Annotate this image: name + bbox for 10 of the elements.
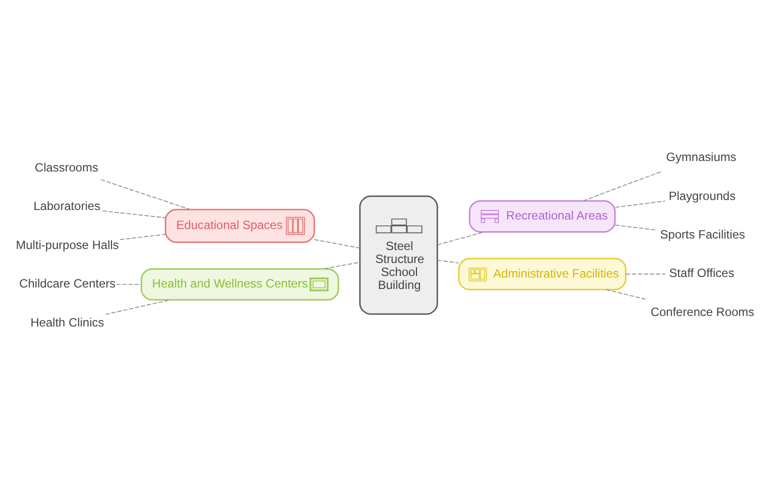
- node-text: Sports Facilities: [660, 227, 746, 242]
- node-text: Laboratories: [33, 198, 100, 213]
- node-text: Childcare Centers: [19, 276, 116, 290]
- node-text: Multi-purpose Halls: [16, 237, 119, 252]
- node-text: Playgrounds: [668, 188, 736, 202]
- node-text: Conference Rooms: [650, 304, 754, 318]
- node-text: Staff Offices: [669, 266, 734, 280]
- node-text: Health Clinics: [30, 314, 104, 329]
- node-text: Gymnasiums: [666, 150, 736, 164]
- node-text: Classrooms: [34, 160, 98, 174]
